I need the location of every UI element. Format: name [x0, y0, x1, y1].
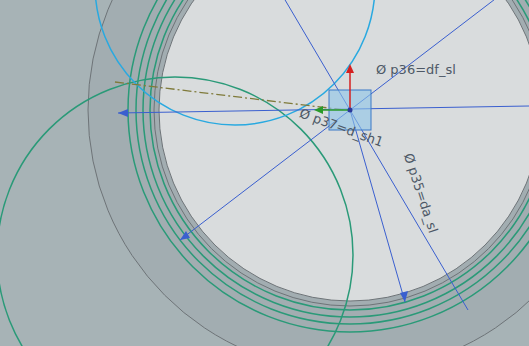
dimension-label: Ø p36=df_sl — [376, 63, 456, 76]
